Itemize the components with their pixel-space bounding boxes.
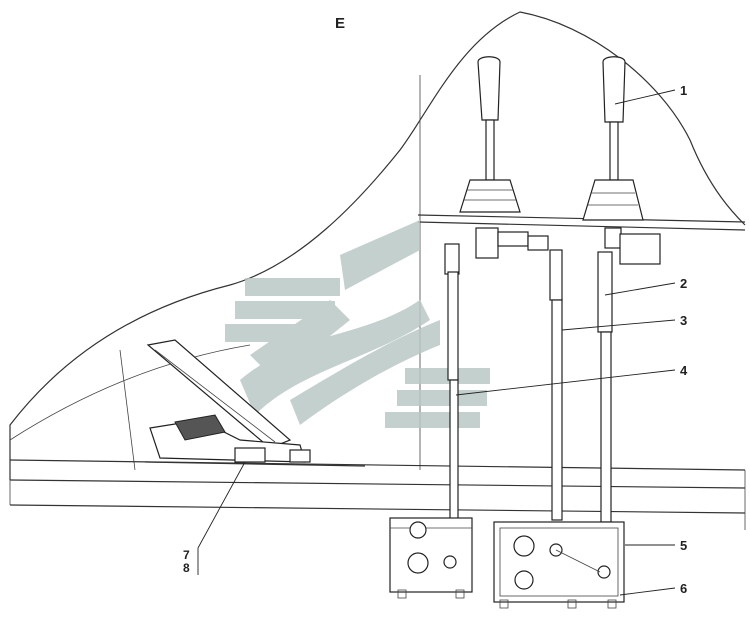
callout-2: 2 [680, 276, 687, 291]
callout-7: 7 [183, 548, 190, 562]
callout-8: 8 [183, 561, 190, 575]
callout-5: 5 [680, 538, 687, 553]
callout-3: 3 [680, 313, 687, 328]
watermark-logo [225, 220, 490, 428]
leader-lines [197, 89, 676, 596]
callout-6: 6 [680, 581, 687, 596]
view-label: E [335, 15, 345, 32]
cab-outline [9, 11, 746, 530]
callout-4: 4 [680, 363, 688, 378]
left-joystick [444, 56, 563, 531]
pedal-assembly [144, 339, 366, 467]
right-joystick [582, 56, 661, 523]
lower-valve-box-left [389, 517, 473, 599]
callout-1: 1 [680, 83, 687, 98]
lower-valve-box-right [493, 521, 625, 609]
